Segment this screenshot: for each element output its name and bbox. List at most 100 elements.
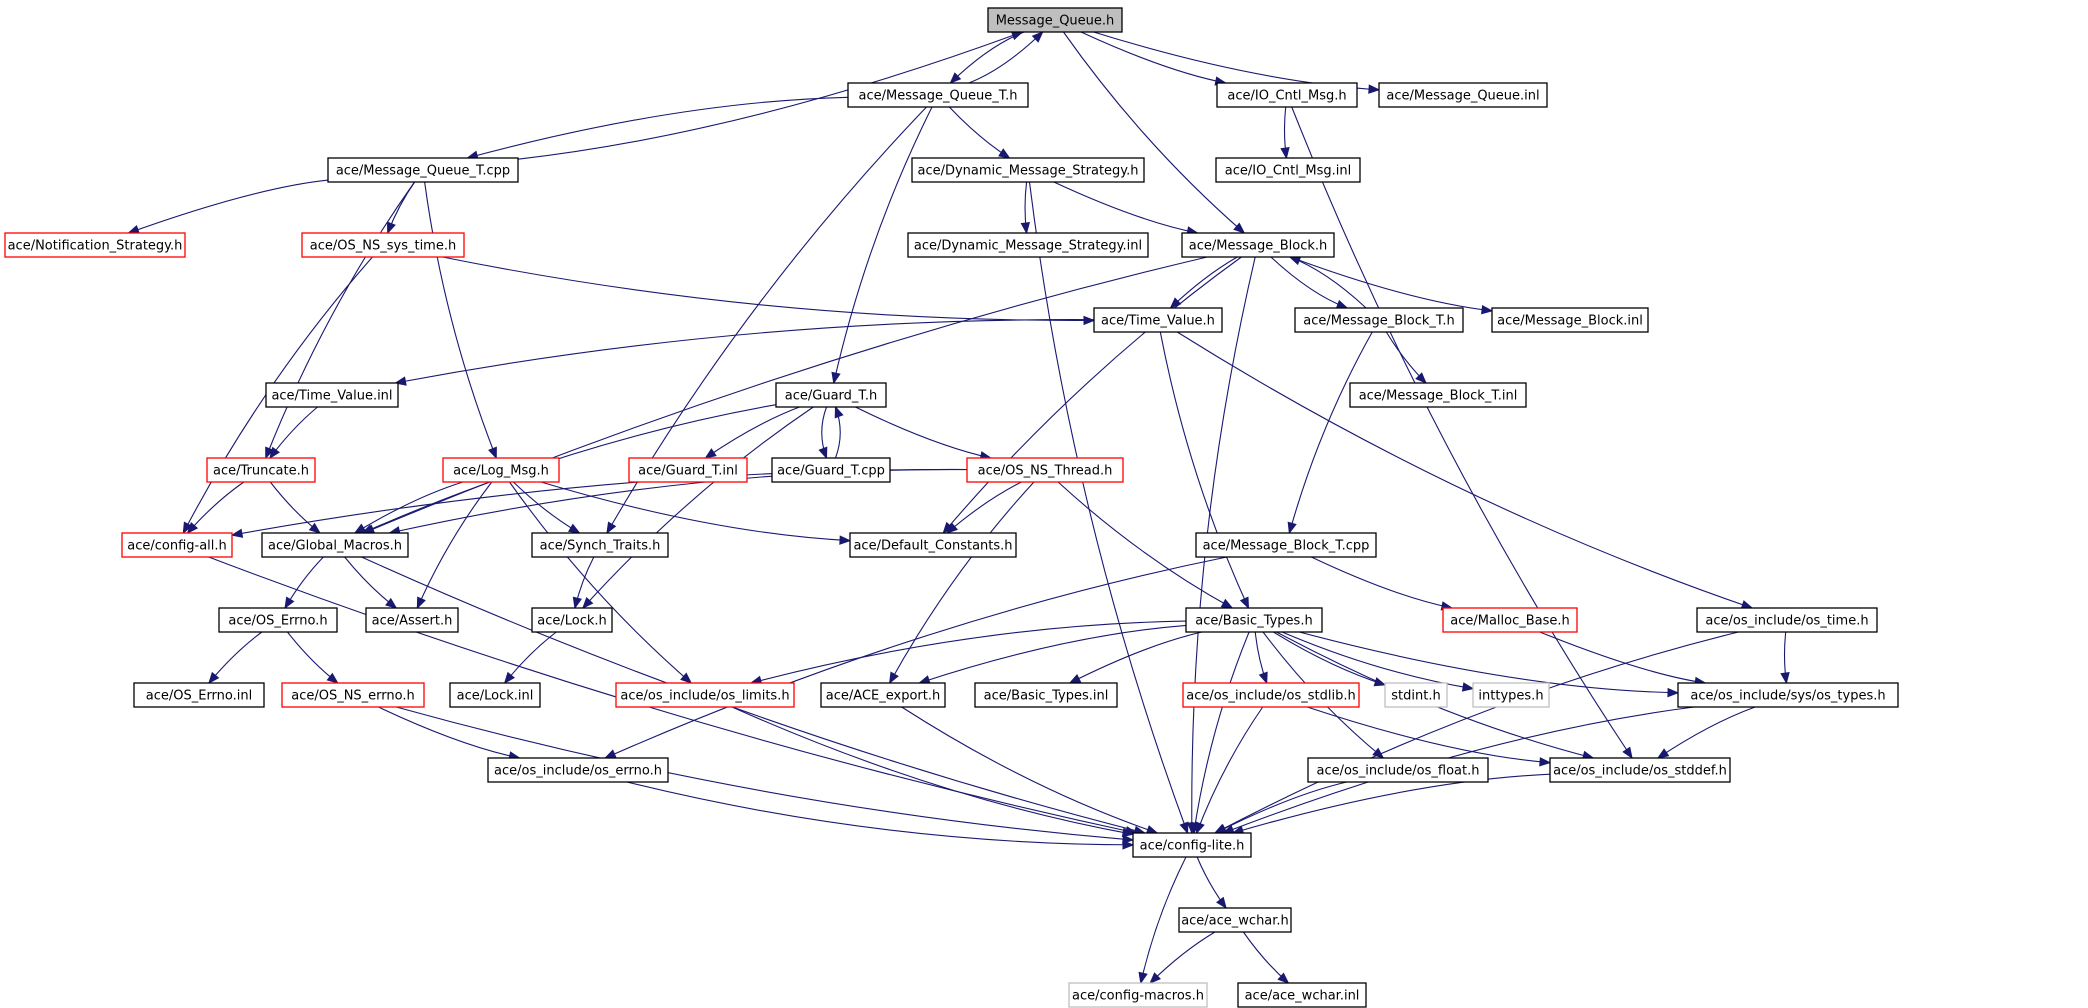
- graph-node-bt-inl[interactable]: ace/Basic_Types.inl: [974, 682, 1118, 708]
- graph-node-oserr-h[interactable]: ace/OS_Errno.h: [218, 607, 338, 633]
- graph-node-log-h[interactable]: ace/Log_Msg.h: [442, 457, 560, 483]
- graph-node-ostypes-h[interactable]: ace/os_include/sys/os_types.h: [1677, 682, 1899, 708]
- node-box[interactable]: [1442, 607, 1578, 633]
- graph-node-gt-inl[interactable]: ace/Guard_T.inl: [628, 457, 748, 483]
- node-box[interactable]: [1696, 607, 1878, 633]
- graph-node-ns-h[interactable]: ace/Notification_Strategy.h: [4, 232, 186, 258]
- graph-node-trunc-h[interactable]: ace/Truncate.h: [206, 457, 316, 483]
- graph-node-tv-h[interactable]: ace/Time_Value.h: [1093, 307, 1223, 333]
- graph-node-osthr-h[interactable]: ace/OS_NS_Thread.h: [966, 457, 1124, 483]
- node-box[interactable]: [218, 607, 338, 633]
- node-box[interactable]: [1491, 307, 1649, 333]
- node-box[interactable]: [615, 682, 795, 708]
- node-box[interactable]: [133, 682, 265, 708]
- graph-node-gt-h[interactable]: ace/Guard_T.h: [775, 382, 887, 408]
- graph-node-malloc-h[interactable]: ace/Malloc_Base.h: [1442, 607, 1578, 633]
- node-box[interactable]: [1216, 82, 1358, 108]
- node-box[interactable]: [1677, 682, 1899, 708]
- node-box[interactable]: [1093, 307, 1223, 333]
- node-box[interactable]: [1307, 757, 1489, 783]
- graph-node-lock-h[interactable]: ace/Lock.h: [531, 607, 613, 633]
- graph-node-cfglite-h[interactable]: ace/config-lite.h: [1132, 832, 1252, 858]
- node-box[interactable]: [849, 532, 1017, 558]
- node-box[interactable]: [1349, 382, 1527, 408]
- node-box[interactable]: [775, 382, 887, 408]
- node-box[interactable]: [1549, 757, 1731, 783]
- node-box[interactable]: [1472, 682, 1550, 708]
- graph-node-cfgmac-h[interactable]: ace/config-macros.h: [1068, 982, 1208, 1008]
- node-box[interactable]: [974, 682, 1118, 708]
- graph-node-osfloat-h[interactable]: ace/os_include/os_float.h: [1307, 757, 1489, 783]
- graph-node-osstdlib-h[interactable]: ace/os_include/os_stdlib.h: [1182, 682, 1360, 708]
- node-box[interactable]: [1215, 157, 1361, 183]
- node-box[interactable]: [1185, 607, 1323, 633]
- node-box[interactable]: [907, 232, 1149, 258]
- graph-node-dc-h[interactable]: ace/Default_Constants.h: [849, 532, 1017, 558]
- node-box[interactable]: [1237, 982, 1367, 1008]
- graph-node-gt-cpp[interactable]: ace/Guard_T.cpp: [771, 457, 891, 483]
- node-box[interactable]: [531, 532, 669, 558]
- graph-node-wchar-inl[interactable]: ace/ace_wchar.inl: [1237, 982, 1367, 1008]
- node-box[interactable]: [301, 232, 465, 258]
- node-box[interactable]: [847, 82, 1029, 108]
- graph-node-wchar-h[interactable]: ace/ace_wchar.h: [1178, 907, 1292, 933]
- graph-node-mb-inl[interactable]: ace/Message_Block.inl: [1491, 307, 1649, 333]
- node-box[interactable]: [1132, 832, 1252, 858]
- graph-node-tv-inl[interactable]: ace/Time_Value.inl: [265, 382, 399, 408]
- graph-node-mbt-inl[interactable]: ace/Message_Block_T.inl: [1349, 382, 1527, 408]
- node-box[interactable]: [265, 382, 399, 408]
- node-box[interactable]: [1378, 82, 1548, 108]
- node-box[interactable]: [1068, 982, 1208, 1008]
- graph-node-mq-h[interactable]: Message_Queue.h: [987, 7, 1123, 33]
- graph-node-dms-inl[interactable]: ace/Dynamic_Message_Strategy.inl: [907, 232, 1149, 258]
- graph-node-stdint-h[interactable]: stdint.h: [1384, 682, 1448, 708]
- node-box[interactable]: [487, 757, 669, 783]
- graph-node-mqt-h[interactable]: ace/Message_Queue_T.h: [847, 82, 1029, 108]
- node-box[interactable]: [628, 457, 748, 483]
- graph-node-mbt-h[interactable]: ace/Message_Block_T.h: [1294, 307, 1464, 333]
- graph-node-mq-inl[interactable]: ace/Message_Queue.inl: [1378, 82, 1548, 108]
- graph-node-st-h[interactable]: ace/Synch_Traits.h: [531, 532, 669, 558]
- node-box[interactable]: [1384, 682, 1448, 708]
- graph-node-osnserr-h[interactable]: ace/OS_NS_errno.h: [281, 682, 425, 708]
- graph-node-oslim-h[interactable]: ace/os_include/os_limits.h: [615, 682, 795, 708]
- node-box[interactable]: [121, 532, 233, 558]
- graph-node-oserr-inl[interactable]: ace/OS_Errno.inl: [133, 682, 265, 708]
- node-box[interactable]: [1181, 232, 1335, 258]
- graph-node-mbt-cpp[interactable]: ace/Message_Block_T.cpp: [1195, 532, 1377, 558]
- graph-node-bt-h[interactable]: ace/Basic_Types.h: [1185, 607, 1323, 633]
- node-box[interactable]: [966, 457, 1124, 483]
- node-box[interactable]: [771, 457, 891, 483]
- graph-node-dms-h[interactable]: ace/Dynamic_Message_Strategy.h: [911, 157, 1145, 183]
- graph-node-aceexp-h[interactable]: ace/ACE_export.h: [820, 682, 946, 708]
- graph-node-ioc-inl[interactable]: ace/IO_Cntl_Msg.inl: [1215, 157, 1361, 183]
- node-box[interactable]: [365, 607, 459, 633]
- node-box[interactable]: [531, 607, 613, 633]
- graph-node-ostime-h[interactable]: ace/os_include/os_time.h: [1696, 607, 1878, 633]
- node-box[interactable]: [1178, 907, 1292, 933]
- node-box[interactable]: [327, 157, 519, 183]
- graph-node-mqt-cpp[interactable]: ace/Message_Queue_T.cpp: [327, 157, 519, 183]
- node-box[interactable]: [1182, 682, 1360, 708]
- node-box[interactable]: [987, 7, 1123, 33]
- graph-node-ioc-h[interactable]: ace/IO_Cntl_Msg.h: [1216, 82, 1358, 108]
- node-box[interactable]: [4, 232, 186, 258]
- graph-node-inttypes-h[interactable]: inttypes.h: [1472, 682, 1550, 708]
- node-box[interactable]: [281, 682, 425, 708]
- graph-node-osstddef-h[interactable]: ace/os_include/os_stddef.h: [1549, 757, 1731, 783]
- node-box[interactable]: [820, 682, 946, 708]
- node-box[interactable]: [1195, 532, 1377, 558]
- node-box[interactable]: [1294, 307, 1464, 333]
- graph-node-oserrno-h[interactable]: ace/os_include/os_errno.h: [487, 757, 669, 783]
- graph-node-gm-h[interactable]: ace/Global_Macros.h: [261, 532, 409, 558]
- node-box[interactable]: [206, 457, 316, 483]
- graph-node-mb-h[interactable]: ace/Message_Block.h: [1181, 232, 1335, 258]
- graph-node-assert-h[interactable]: ace/Assert.h: [365, 607, 459, 633]
- node-box[interactable]: [442, 457, 560, 483]
- node-box[interactable]: [261, 532, 409, 558]
- graph-node-lock-inl[interactable]: ace/Lock.inl: [449, 682, 541, 708]
- node-box[interactable]: [449, 682, 541, 708]
- graph-node-cfgall-h[interactable]: ace/config-all.h: [121, 532, 233, 558]
- node-box[interactable]: [911, 157, 1145, 183]
- graph-node-osns-h[interactable]: ace/OS_NS_sys_time.h: [301, 232, 465, 258]
